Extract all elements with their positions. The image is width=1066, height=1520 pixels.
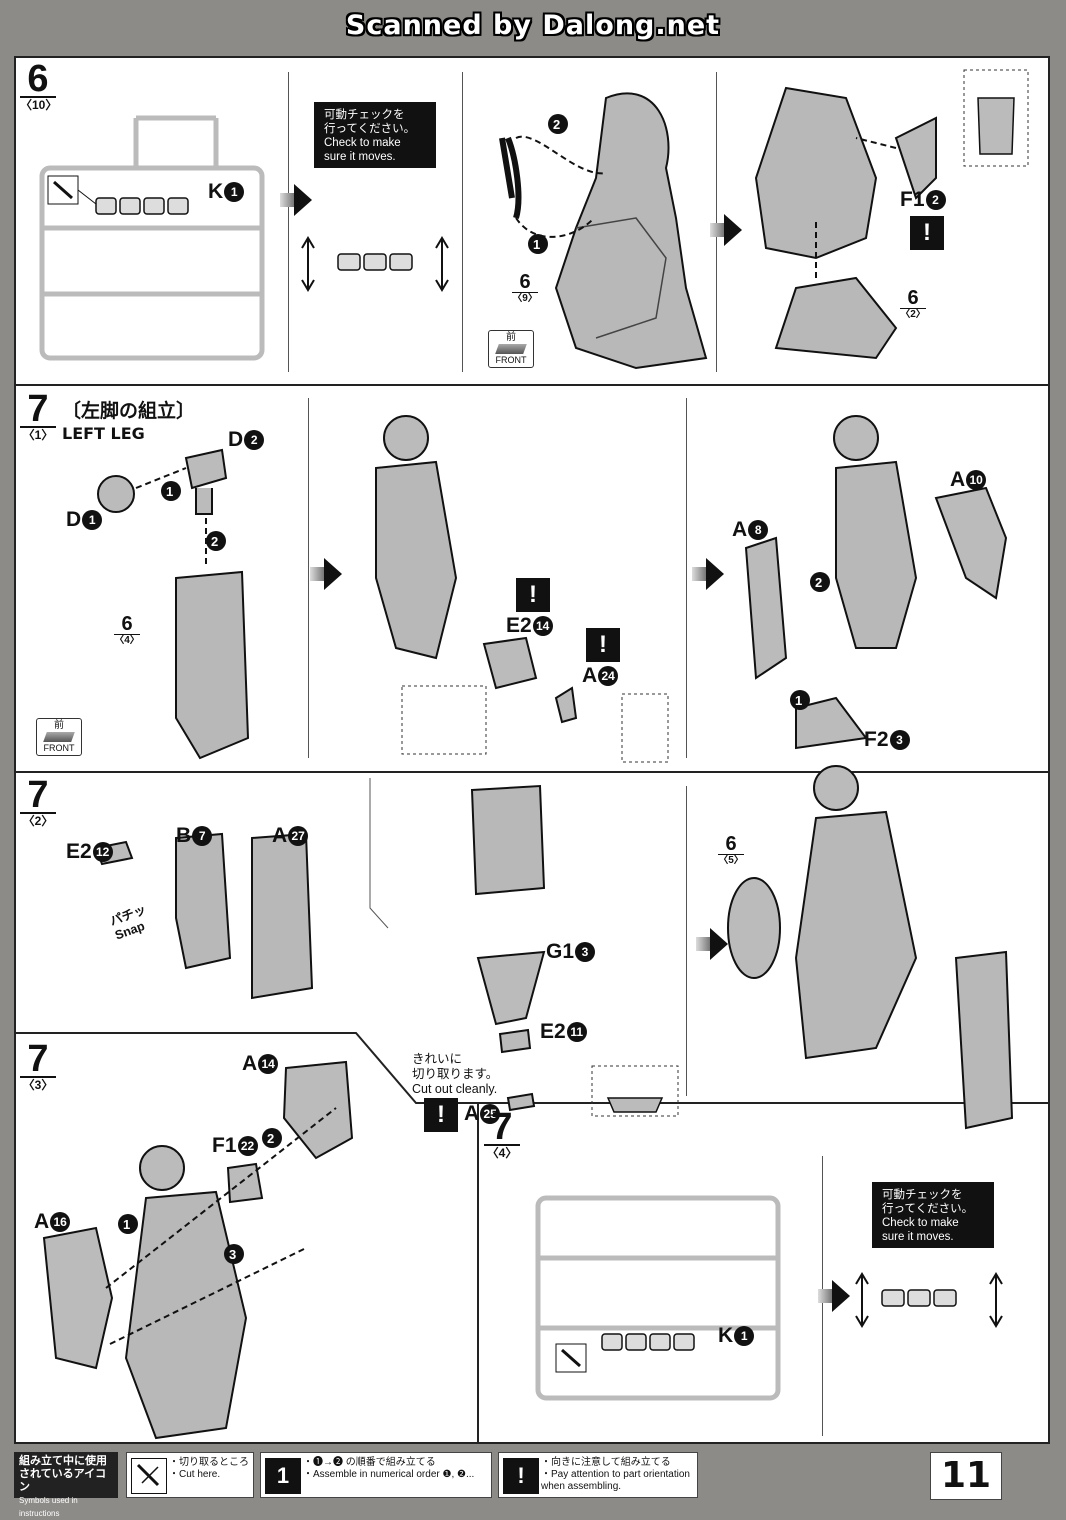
step-badge-7-1: 7〈1〉 — [20, 390, 56, 442]
ref-badge: 6〈5〉 — [718, 833, 744, 866]
warning-icon: ! — [503, 1458, 539, 1494]
section-divider — [16, 384, 1048, 386]
legend-cut: ・切り取るところ・Cut here. — [126, 1452, 254, 1498]
panel-divider — [716, 72, 717, 372]
svg-text:2: 2 — [815, 575, 822, 590]
svg-text:1: 1 — [123, 1217, 130, 1232]
legend-order: 1 ・❶→❷ の順番で組み立てる・Assemble in numerical o… — [260, 1452, 492, 1498]
ref-badge: 6〈4〉 — [114, 613, 140, 646]
instruction-page: 2 1 1 2 2 1 — [14, 56, 1050, 1444]
panel-divider — [686, 786, 687, 1096]
cut-icon — [131, 1458, 167, 1494]
panel-divider — [686, 398, 687, 758]
scan-watermark: Scanned by Dalong.net — [345, 10, 721, 41]
ref-badge: 6〈2〉 — [900, 287, 926, 320]
panel-divider — [308, 398, 309, 758]
symbols-legend: 組み立て中に使用されているアイコン Symbols used in instru… — [14, 1452, 1050, 1518]
warning-icon: ! — [910, 216, 944, 250]
step-badge-6: 6〈10〉 — [20, 58, 58, 112]
panel-divider — [288, 72, 289, 372]
legend-title: 組み立て中に使用されているアイコン Symbols used in instru… — [14, 1452, 118, 1518]
next-arrow-icon — [696, 928, 728, 960]
line-art-layer: 2 1 1 2 2 1 — [16, 69, 1048, 1442]
next-arrow-icon — [310, 558, 342, 590]
step-badge-7-3: 7〈3〉 — [20, 1040, 56, 1092]
svg-text:3: 3 — [229, 1247, 236, 1262]
ref-badge: 6〈9〉 — [512, 271, 538, 304]
next-arrow-icon — [818, 1280, 850, 1312]
cut-note: きれいに切り取ります。Cut out cleanly. — [412, 1052, 499, 1096]
section-title-en: LEFT LEG — [62, 424, 145, 443]
legend-orientation: ! ・向きに注意して組み立てる・Pay attention to part or… — [498, 1452, 698, 1498]
next-arrow-icon — [710, 214, 742, 246]
svg-text:2: 2 — [211, 534, 218, 549]
svg-text:1: 1 — [795, 693, 802, 708]
section-title-jp: 〔左脚の組立〕 — [62, 401, 196, 422]
number-order-icon: 1 — [265, 1458, 301, 1494]
step-badge-7-4: 7〈4〉 — [484, 1108, 520, 1160]
warning-icon: ! — [424, 1098, 458, 1132]
page-number: 11 — [930, 1452, 1002, 1500]
next-arrow-icon — [692, 558, 724, 590]
svg-text:2: 2 — [267, 1131, 274, 1146]
section-divider — [16, 771, 1048, 773]
step-num: 2 — [553, 117, 560, 132]
svg-text:1: 1 — [166, 484, 173, 499]
step-badge-7-2: 7〈2〉 — [20, 776, 56, 828]
next-arrow-icon — [280, 184, 312, 216]
warning-icon: ! — [516, 578, 550, 612]
panel-divider — [462, 72, 463, 372]
warning-icon: ! — [586, 628, 620, 662]
svg-text:1: 1 — [533, 237, 540, 252]
